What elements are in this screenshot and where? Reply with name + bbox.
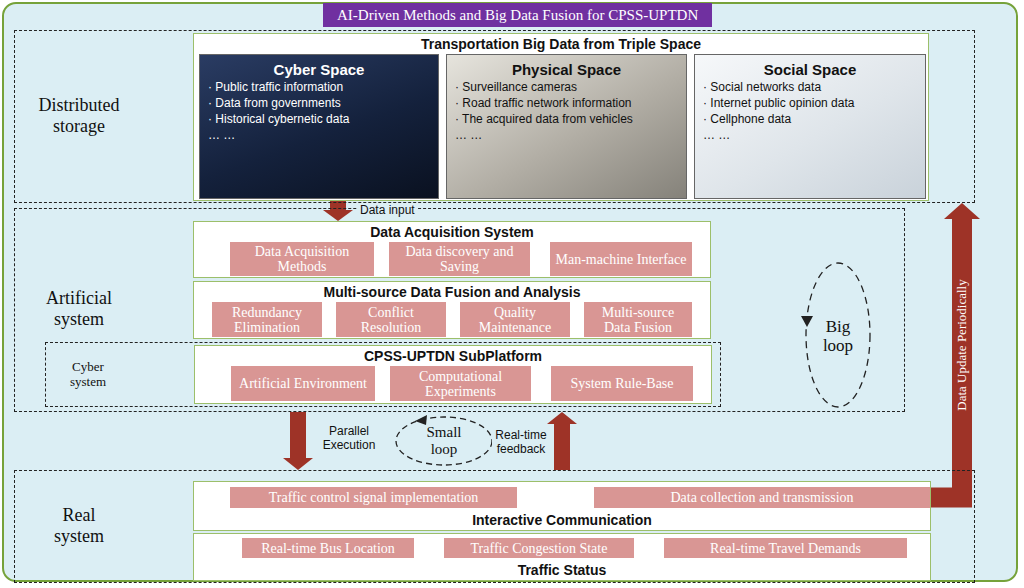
function-label: Data discovery and Saving [393,244,526,274]
function-label: Real-time Bus Location [261,541,395,556]
loop-label: Small loop [419,424,469,458]
layer-heading: Interactive Communication [194,512,930,528]
function-box: Conflict Resolution [336,302,446,337]
panel-bullet: · Internet public opinion data [703,95,917,111]
region-label: Distributed storage [19,95,139,137]
layer-heading: Traffic Status [194,562,930,578]
function-box: Data Acquisition Methods [230,242,374,276]
block-arrow [930,203,980,498]
arrow-head [323,210,353,221]
function-box: Quality Maintenance [460,302,570,337]
edge-label: Real-time feedback [492,428,550,456]
function-label: Man-machine Interface [556,252,687,267]
function-box: Real-time Bus Location [242,538,414,558]
panel-heading: Physical Space [455,60,678,79]
panel-bullet: · Historical cybernetic data [208,111,430,127]
block-arrow [547,412,577,470]
module-heading: Transportation Big Data from Triple Spac… [194,36,928,52]
module-box: Multi-source Data Fusion and AnalysisRed… [193,281,711,339]
function-box: Redundancy Elimination [212,302,322,337]
title-banner: AI-Driven Methods and Big Data Fusion fo… [323,3,712,27]
data-panel: Cyber Space· Public traffic information·… [199,54,439,199]
panel-heading: Cyber Space [208,60,430,79]
function-box: Multi-source Data Fusion [584,302,692,337]
function-box: Traffic Congestion State [444,538,634,558]
module-heading: Multi-source Data Fusion and Analysis [194,284,710,300]
panel-bullet: · Social networks data [703,79,917,95]
loop-arrowhead [415,415,427,425]
region-label: Real system [39,505,119,547]
panel-bullet: … … [455,127,678,143]
arrow-shaft [290,412,306,458]
function-label: Conflict Resolution [340,305,442,335]
function-label: System Rule-Base [570,376,673,391]
arrow-head [944,203,980,219]
system-region: Artificial system Data Acquisition System… [14,208,905,412]
edge-label: Data Update Periodically [952,235,972,455]
system-region: Distributed storage Transportation Big Da… [14,30,975,203]
arrow-head [283,458,313,470]
region-label: Cyber system [58,359,118,389]
function-box: Data discovery and Saving [389,242,530,276]
layer-band: Traffic Status Real-time Bus Location Traf… [193,533,931,581]
module-box: Data Acquisition SystemData Acquisition … [193,221,711,278]
function-label: Traffic Congestion State [471,541,608,556]
panel-bullet: · The acquired data from vehicles [455,111,678,127]
arrow-shaft [554,424,570,470]
edge-label: Data input [358,203,417,217]
function-label: Traffic control signal implementation [269,490,479,505]
system-region: Real systemInteractive CommunicationTraf… [14,470,975,583]
module-box: CPSS-UPTDN SubPlatformArtificial Environ… [194,345,712,404]
layer-band: Interactive Communication Traffic control… [193,481,931,531]
panel-bullet: · Public traffic information [208,79,430,95]
panel-bullet: · Data from governments [208,95,430,111]
function-box: Real-time Travel Demands [664,538,907,558]
block-arrow [283,412,313,470]
arrow-head [547,412,577,424]
panel-bullet: … … [703,127,917,143]
small-loop-ellipse [396,417,492,465]
module-heading: Data Acquisition System [194,224,710,240]
panel-heading: Social Space [703,60,917,79]
module-heading: CPSS-UPTDN SubPlatform [195,348,711,364]
loop-arrowhead [801,316,813,327]
loop-label: Big loop [816,317,860,355]
function-label: Redundancy Elimination [216,305,318,335]
function-box: Man-machine Interface [550,242,692,276]
function-label: Quality Maintenance [464,305,566,335]
function-box: Artificial Environment [231,366,375,401]
block-arrow [323,201,353,221]
function-box: System Rule-Base [551,366,693,401]
function-label: Multi-source Data Fusion [588,305,688,335]
function-box: Traffic control signal implementation [230,487,517,508]
cyber-region: Cyber system CPSS-UPTDN SubPlatformArtifi… [45,342,721,407]
panel-bullet: · Surveillance cameras [455,79,678,95]
function-label: Artificial Environment [239,376,367,391]
function-label: Data Acquisition Methods [234,244,370,274]
big-loop-ellipse [806,263,870,407]
function-label: Data collection and transmission [670,490,853,505]
edge-label: Parallel Execution [318,424,380,452]
panel-bullet: … … [208,127,430,143]
data-panel: Physical Space· Surveillance cameras· Ro… [446,54,687,199]
function-box: Data collection and transmission [594,487,930,508]
region-label: Artificial system [24,288,134,330]
function-label: Computational Experiments [394,369,527,399]
panel-bullet: · Cellphone data [703,111,917,127]
panel-bullet: · Road traffic network information [455,95,678,111]
data-panel: Social Space· Social networks data· Inte… [694,54,926,199]
function-box: Computational Experiments [390,366,531,401]
function-label: Real-time Travel Demands [710,541,861,556]
module-box: Transportation Big Data from Triple Spac… [193,33,929,201]
